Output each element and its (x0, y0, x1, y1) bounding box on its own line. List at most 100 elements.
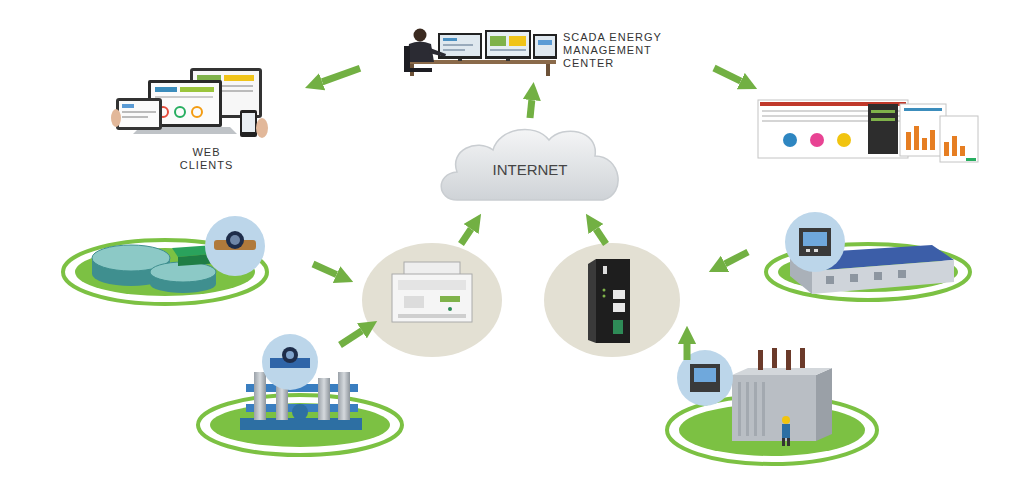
gateway-module-part (398, 280, 466, 290)
transformer-site-part (782, 424, 790, 438)
web-devices-part (175, 107, 185, 117)
dashboard-screens-part (914, 126, 919, 150)
gateway-router-part (596, 259, 630, 343)
transformer-site-part (772, 348, 777, 368)
pump-station-site (198, 334, 402, 455)
node-label: SCADA ENERGY MANAGEMENT CENTER (563, 31, 681, 70)
transformer-site-part (782, 416, 790, 424)
building-site-part (799, 228, 831, 256)
flow-arrow (530, 100, 532, 118)
dashboard-screens-part (900, 104, 946, 156)
flow-arrows-part (596, 229, 606, 244)
transformer-site-part (800, 348, 805, 368)
operator-desk-part (485, 30, 531, 59)
gateway-module-part (398, 314, 466, 318)
dashboard-screens-part (837, 133, 851, 147)
gateway-module-part (440, 296, 460, 302)
water-treatment-site-part (230, 235, 240, 245)
operator-desk-part (490, 49, 526, 51)
web-devices (111, 68, 268, 138)
building-site-part (850, 274, 858, 282)
gateway-module-part (362, 243, 502, 357)
dashboard-screens-part (871, 118, 895, 121)
flow-arrows-part (461, 229, 471, 244)
dashboard-screens-part (871, 110, 895, 113)
flow-arrows-part (340, 331, 362, 345)
transformer-site-part (732, 375, 816, 441)
transformer-site-part (816, 368, 832, 441)
dashboard-screens-part (922, 138, 927, 150)
cloud-label: INTERNET (493, 161, 568, 179)
pump-station-site-part (338, 372, 350, 420)
pump-station-site-part (292, 404, 308, 420)
node-label: WEB CLIENTS (170, 146, 244, 172)
dashboard-screens-part (758, 100, 908, 158)
building-site-part (874, 272, 882, 280)
dashboard-screens-part (810, 133, 824, 147)
pump-station-site-part (262, 334, 318, 390)
pump-station-site-part (286, 351, 294, 359)
flow-arrows-part (313, 264, 337, 275)
dashboard-screens-part (940, 116, 978, 162)
building-site-part (826, 276, 834, 284)
dashboard-screens-part (762, 110, 902, 112)
client-node: WEB CLIENTS (108, 58, 305, 178)
transformer-site-part (754, 382, 757, 436)
control-center-node: SCADA ENERGY MANAGEMENT CENTER (360, 22, 687, 82)
operator-desk (404, 29, 557, 77)
operator-desk-part (506, 59, 510, 61)
dashboard-screens-part (944, 142, 949, 156)
web-devices-part (122, 111, 156, 113)
web-devices-part (192, 107, 202, 117)
gateway-router-part (544, 243, 680, 357)
flow-arrows-part (725, 252, 748, 264)
pump-station-site-part (198, 395, 402, 455)
operator-desk-part (443, 38, 457, 41)
dashboard-screens-part (960, 146, 965, 156)
dashboard-screens-part (868, 104, 898, 154)
building-site-part (785, 212, 845, 272)
web-devices-part (111, 109, 121, 127)
dashboard-screens-part (966, 158, 976, 161)
operator-desk-part (429, 48, 446, 57)
dashboard-screens-part (952, 136, 957, 156)
operator-desk-part (443, 49, 465, 51)
pump-station-site-part (318, 378, 330, 420)
gateway-router (544, 243, 680, 357)
transformer-site-part (690, 364, 720, 392)
building-site-part (814, 249, 818, 252)
web-devices-part (256, 118, 268, 138)
transformer-site-part (732, 368, 832, 375)
pump-station-site-part (254, 372, 266, 420)
web-devices-part (224, 75, 254, 81)
flow-arrows (313, 68, 748, 360)
dashboard-screens-part (906, 132, 911, 150)
operator-desk-part (414, 29, 427, 42)
operator-desk-part (535, 36, 555, 56)
gateway-module (362, 243, 502, 357)
gateway-router-part (603, 266, 607, 274)
cloud-outline (441, 129, 618, 200)
gateway-module-part (404, 262, 460, 275)
building-site (766, 212, 970, 300)
transformer-site-part (787, 438, 790, 446)
transformer-site (667, 348, 877, 464)
web-devices-part (155, 87, 177, 92)
web-devices-part (116, 98, 162, 130)
building-site-part (898, 270, 906, 278)
operator-desk-part (487, 32, 529, 56)
flow-arrows-part (684, 344, 691, 360)
web-devices-part (240, 110, 257, 137)
transformer-site-part (694, 368, 716, 382)
dashboard-screens-part (930, 130, 935, 150)
gateway-router-part (613, 303, 625, 312)
dashboard-screens-part (904, 108, 942, 111)
gateway-router-part (603, 295, 606, 298)
gateway-module-part (392, 274, 472, 322)
operator-desk-part (538, 40, 552, 45)
web-devices-part (122, 104, 134, 108)
